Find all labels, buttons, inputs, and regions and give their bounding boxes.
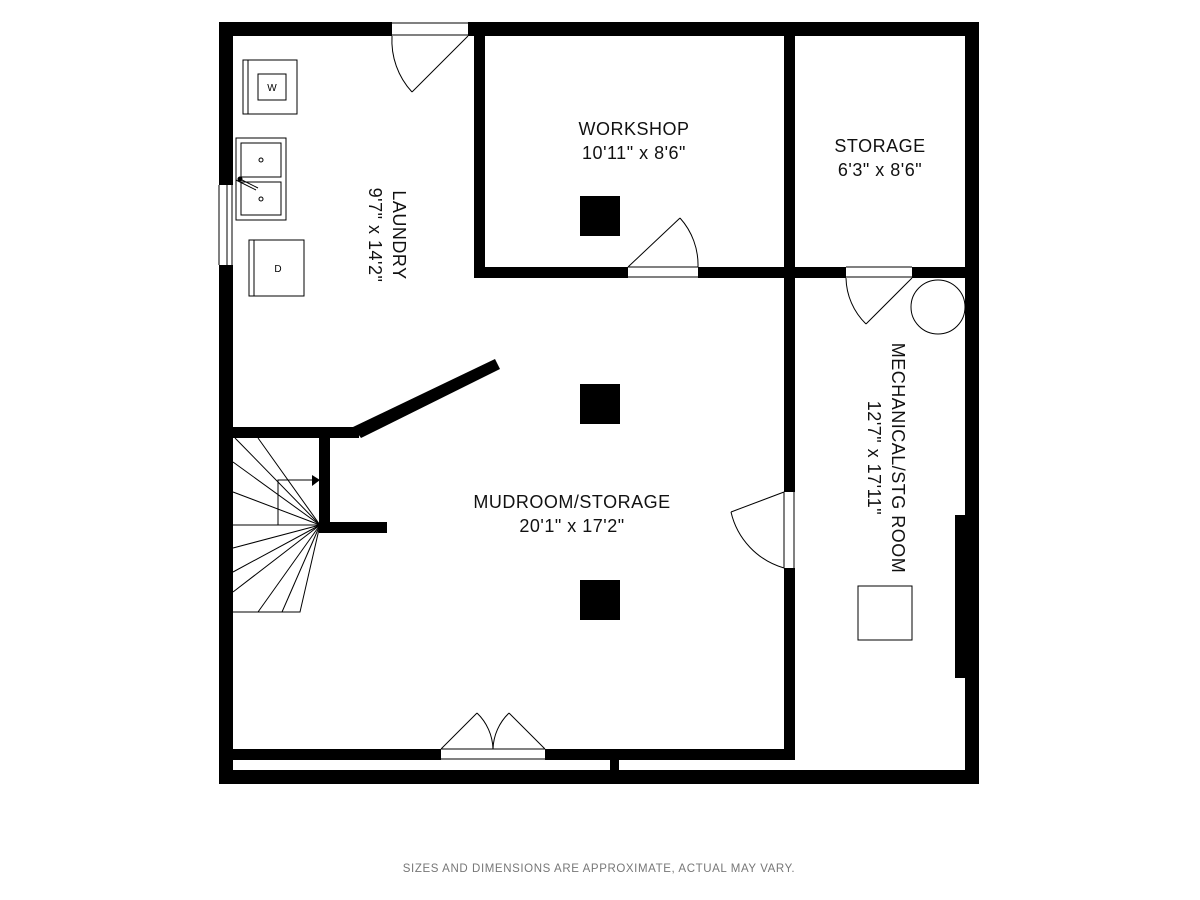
room-label-storage: STORAGE 6'3" x 8'6" [834,136,925,180]
room-name: LAUNDRY [389,190,409,279]
washer-label: W [267,83,277,94]
room-label-mudroom: MUDROOM/STORAGE 20'1" x 17'2" [473,492,670,536]
room-dimensions: 6'3" x 8'6" [838,160,922,180]
room-dimensions: 20'1" x 17'2" [519,516,624,536]
furnace-icon [857,585,913,641]
room-name: MECHANICAL/STG ROOM [888,343,908,574]
openings [218,22,912,760]
room-name: STORAGE [834,136,925,156]
room-label-workshop: WORKSHOP 10'11" x 8'6" [578,119,689,163]
structural-columns [580,196,620,620]
room-name: MUDROOM/STORAGE [473,492,670,512]
column [580,580,620,620]
water-heater-icon [910,279,966,335]
room-label-mechanical: MECHANICAL/STG ROOM 12'7" x 17'11" [864,343,908,574]
staircase [232,437,321,613]
disclaimer-text: SIZES AND DIMENSIONS ARE APPROXIMATE, AC… [403,863,795,875]
dryer-icon: D [248,239,305,297]
room-dimensions: 10'11" x 8'6" [582,143,686,163]
sink-icon [235,137,287,221]
room-dimensions: 12'7" x 17'11" [864,401,884,515]
column [580,196,620,236]
dryer-label: D [274,264,281,275]
room-name: WORKSHOP [578,119,689,139]
room-dimensions: 9'7" x 14'2" [365,188,385,283]
stair-direction-arrow-icon [312,475,320,486]
door-swings [391,35,913,750]
washer-icon: W [242,59,298,115]
room-label-laundry: LAUNDRY 9'7" x 14'2" [365,188,409,283]
column [580,384,620,424]
